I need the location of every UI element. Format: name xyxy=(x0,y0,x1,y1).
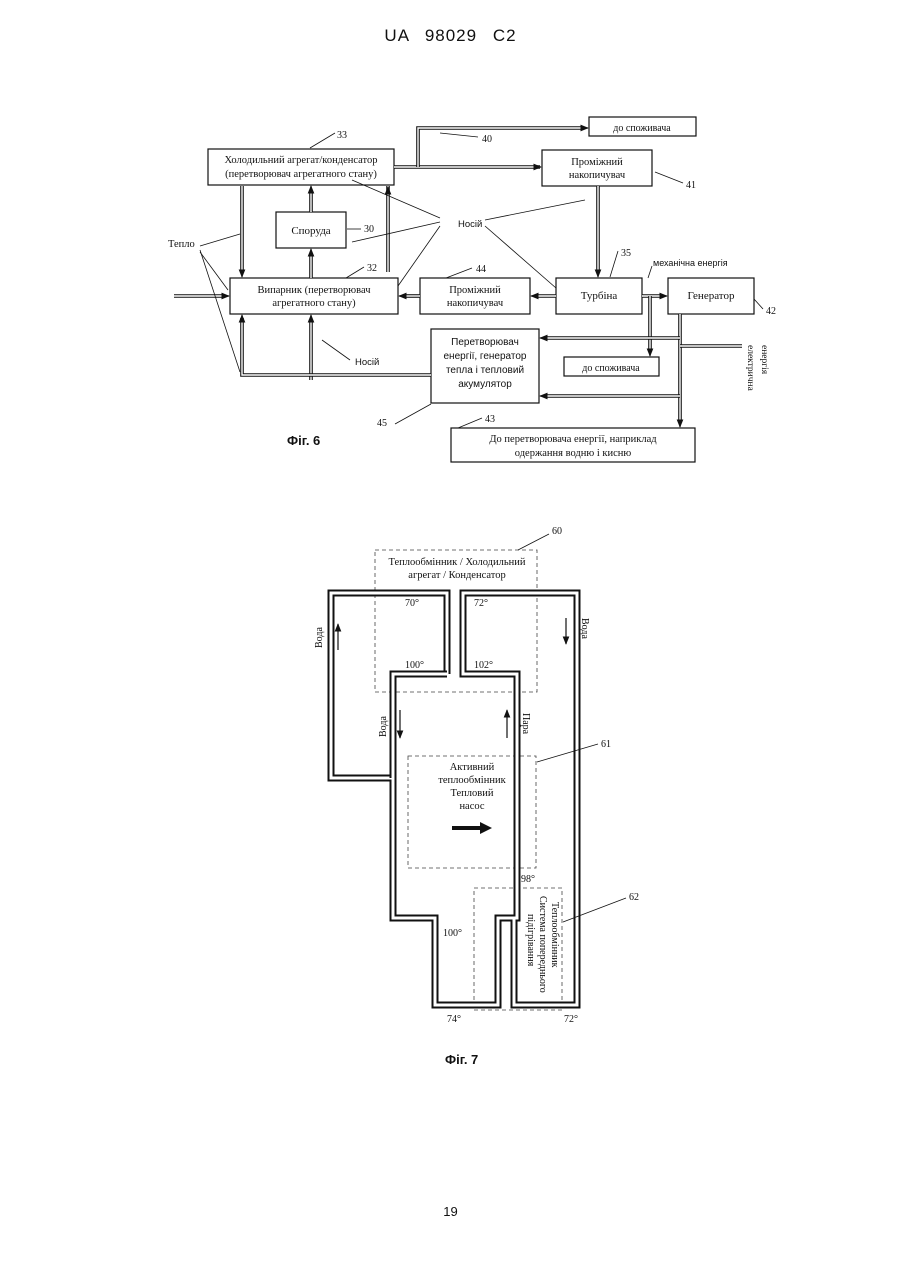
ref-42: 42 xyxy=(766,306,776,317)
consumer-top-label: до споживача xyxy=(613,123,671,134)
preheat-label-3: підігрівання xyxy=(525,914,536,967)
building-label: Споруда xyxy=(291,225,330,237)
converter-label-3: тепла і тепловий xyxy=(446,365,524,376)
carrier-bottom-label: Носій xyxy=(355,357,379,368)
ref-44: 44 xyxy=(476,264,486,275)
temp-100-top: 100° xyxy=(405,660,424,671)
ref-32: 32 xyxy=(367,263,377,274)
temp-98: 98° xyxy=(521,874,535,885)
refrigerator-label-2: (перетворювач агрегатного стану) xyxy=(225,169,377,180)
figure-7-diagram: Теплообмінник / Холодильний агрегат / Ко… xyxy=(314,526,639,1067)
temp-74: 74° xyxy=(447,1014,461,1025)
ref-45: 45 xyxy=(377,418,387,429)
generator-label: Генератор xyxy=(688,290,735,302)
converter-label-4: акумулятор xyxy=(458,379,512,390)
heat-label: Тепло xyxy=(168,239,195,250)
exchanger-top-label-2: агрегат / Конденсатор xyxy=(408,570,505,581)
evaporator-label-1: Випарник (перетворювач xyxy=(258,285,372,296)
ref-61: 61 xyxy=(601,739,611,750)
turbine-label: Турбіна xyxy=(581,290,618,302)
refrigerator-label-1: Холодильний агрегат/конденсатор xyxy=(225,155,378,166)
ref-41: 41 xyxy=(686,180,696,191)
temp-100-bottom: 100° xyxy=(443,928,462,939)
water-right-label: Вода xyxy=(579,618,590,639)
temp-102: 102° xyxy=(474,660,493,671)
active-exchanger-label-4: насос xyxy=(459,801,484,812)
active-exchanger-label-1: Активний xyxy=(450,762,495,773)
energy-target-label-1: До перетворювача енергії, наприклад xyxy=(489,434,657,445)
storage-top-label-2: накопичувач xyxy=(569,170,626,181)
temp-70: 70° xyxy=(405,598,419,609)
figure-6-diagram: Холодильний агрегат/конденсатор (перетво… xyxy=(168,117,776,462)
ref-30: 30 xyxy=(364,224,374,235)
ref-43: 43 xyxy=(485,414,495,425)
figure-7-caption: Фіг. 7 xyxy=(445,1052,478,1067)
consumer-middle-label: до споживача xyxy=(582,363,640,374)
energy-target-label-2: одержання водню і кисню xyxy=(515,448,632,459)
preheat-label-2: Система попереднього xyxy=(537,896,548,993)
storage-middle-label-2: накопичувач xyxy=(447,298,504,309)
carrier-center-label: Носій xyxy=(458,219,482,230)
storage-top-label-1: Проміжний xyxy=(571,157,623,168)
preheat-label-1: Теплообмінник xyxy=(549,902,560,968)
water-inner-label: Вода xyxy=(378,716,389,737)
active-exchanger-label-2: теплообмінник xyxy=(438,775,506,786)
evaporator-label-2: агрегатного стану) xyxy=(272,298,356,309)
figure-6-caption: Фіг. 6 xyxy=(287,433,320,448)
converter-label-2: енергії, генератор xyxy=(444,351,527,362)
electric-energy-label-2: енергія xyxy=(759,345,769,375)
temp-72-top: 72° xyxy=(474,598,488,609)
page-number: 19 xyxy=(0,1204,901,1219)
steam-label: Пара xyxy=(520,713,531,735)
ref-35: 35 xyxy=(621,248,631,259)
temp-72-bottom: 72° xyxy=(564,1014,578,1025)
mechanical-energy-label: механічна енергія xyxy=(653,258,728,268)
converter-label-1: Перетворювач xyxy=(451,337,519,348)
ref-40: 40 xyxy=(482,134,492,145)
ref-62: 62 xyxy=(629,892,639,903)
active-exchanger-label-3: Тепловий xyxy=(451,788,494,799)
water-left-label: Вода xyxy=(314,627,325,648)
exchanger-top-label-1: Теплообмінник / Холодильний xyxy=(388,557,525,568)
ref-33: 33 xyxy=(337,130,347,141)
storage-middle-label-1: Проміжний xyxy=(449,285,501,296)
electric-energy-label-1: електрична xyxy=(745,345,755,392)
ref-60: 60 xyxy=(552,526,562,537)
